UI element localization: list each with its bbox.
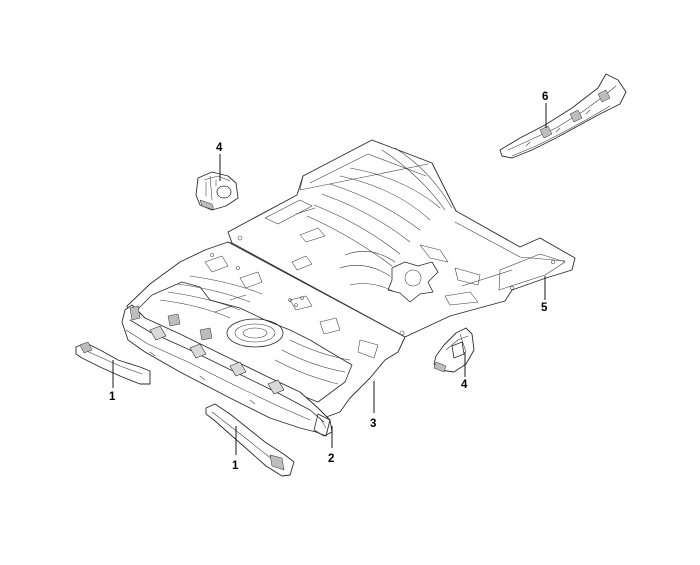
callout-2: 2 [328,453,334,465]
callout-3: 3 [370,418,376,430]
rear-cross-member [121,304,333,437]
leader-lines [112,103,547,455]
callout-5: 5 [541,302,548,314]
callout-1b: 1 [232,460,239,472]
callout-6: 6 [542,91,548,103]
bracket-left [195,171,239,211]
callout-4b: 4 [461,379,468,391]
tunnel-reinforcement [499,73,627,159]
callout-labels: 1 1 2 3 4 4 5 6 [109,91,548,472]
callout-4a: 4 [216,142,223,154]
bracket-right [433,327,475,373]
rear-side-member-right [205,403,295,477]
callout-1a: 1 [109,391,116,403]
